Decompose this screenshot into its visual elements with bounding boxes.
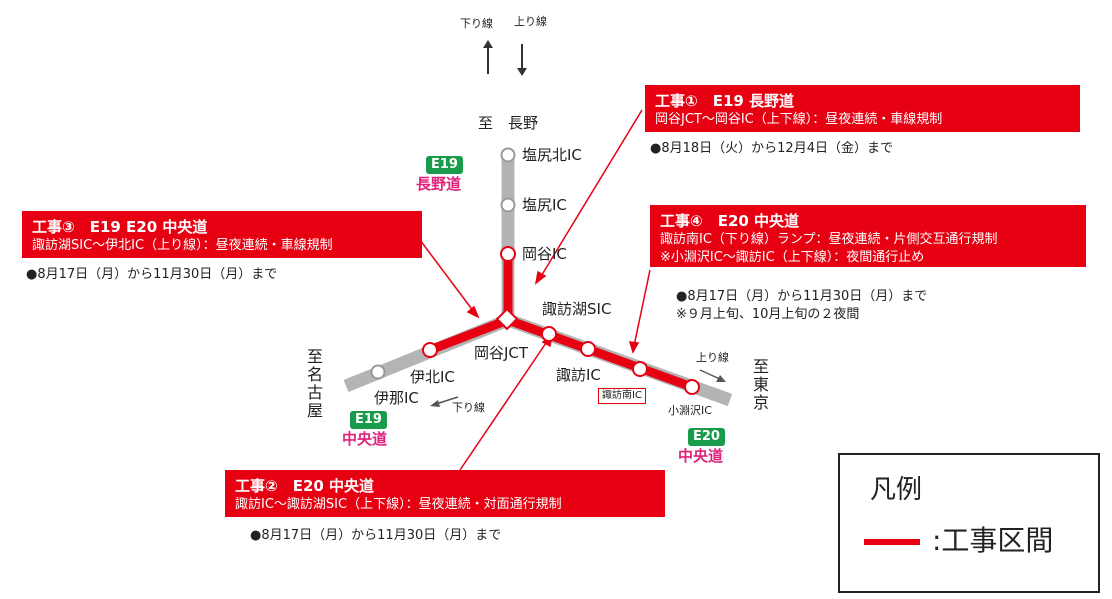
ic-label-kobuchizawa: 小淵沢IC: [668, 404, 712, 417]
to-nagoya-label: 至名古屋: [306, 347, 323, 420]
ic-marker-ihoku: [422, 342, 438, 358]
route-badge-e19-bottom: E19: [350, 411, 387, 429]
ic-label-suwa-minami: 諏訪南IC: [598, 388, 646, 404]
legend-work-line: [864, 539, 920, 545]
jct-marker-okaya: [495, 307, 519, 331]
down-line-label: 下り線: [460, 17, 493, 30]
work-box-1: 工事① E19 長野道 岡谷JCT～岡谷IC（上下線）：昼夜連続・車線規制: [645, 85, 1080, 132]
ic-marker-ina: [370, 364, 386, 380]
work-3-detail: 諏訪湖SIC～伊北IC（上り線）：昼夜連続・車線規制: [32, 238, 333, 253]
work-section-3: [428, 315, 510, 355]
work-4-period-2: ※９月上旬、10月上旬の２夜間: [676, 307, 860, 322]
ic-marker-okaya: [500, 246, 516, 262]
route-badge-e20: E20: [688, 428, 725, 446]
down-line-left-label: 下り線: [452, 401, 485, 414]
down-line-arrow-icon: [430, 396, 459, 407]
work-4-title: 工事④ E20 中央道: [660, 212, 800, 230]
up-line-arrow-icon: [699, 369, 726, 382]
ic-marker-shiojiri-kita: [500, 147, 516, 163]
work-4-detail-2: ※小淵沢IC～諏訪IC（上下線）：夜間通行止め: [660, 250, 925, 265]
jct-label-okaya: 岡谷JCT: [474, 344, 529, 362]
ic-marker-kobuchizawa: [684, 379, 700, 395]
up-arrow-icon: [483, 40, 493, 74]
ic-marker-suwa: [580, 341, 596, 357]
work-1-detail: 岡谷JCT～岡谷IC（上下線）：昼夜連続・車線規制: [655, 112, 943, 127]
ic-marker-suwa-minami: [632, 361, 648, 377]
work-3-period: ●8月17日（月）から11月30日（月）まで: [26, 267, 278, 282]
ic-marker-shiojiri: [500, 197, 516, 213]
ic-label-shiojiri-kita: 塩尻北IC: [522, 146, 582, 164]
work-2-detail: 諏訪IC～諏訪湖SIC（上下線）：昼夜連続・対面通行規制: [235, 497, 562, 512]
route-name-nagano: 長野道: [416, 175, 462, 193]
route-name-chuo-left: 中央道: [342, 430, 388, 448]
to-tokyo-label: 至東京: [752, 357, 769, 412]
interchange-markers: [370, 147, 700, 395]
ic-label-ihoku: 伊北IC: [410, 368, 455, 386]
ic-label-ina: 伊那IC: [374, 389, 419, 407]
ic-marker-suwako-sic: [541, 326, 557, 342]
to-nagano-label: 至 長野: [478, 114, 539, 132]
legend-work-label: :工事区間: [932, 524, 1054, 557]
up-line-label: 上り線: [514, 15, 547, 28]
route-name-chuo-right: 中央道: [678, 447, 724, 465]
work-1-period: ●8月18日（火）から12月4日（金）まで: [650, 141, 893, 156]
legend-title: 凡例: [870, 475, 923, 505]
work-box-3: 工事③ E19 E20 中央道 諏訪湖SIC～伊北IC（上り線）：昼夜連続・車線…: [22, 211, 422, 258]
up-line-right-label: 上り線: [696, 351, 729, 364]
ic-label-shiojiri: 塩尻IC: [522, 196, 567, 214]
work-section-2-4: [506, 315, 694, 392]
work-3-title: 工事③ E19 E20 中央道: [32, 218, 208, 236]
ic-label-suwa: 諏訪IC: [556, 366, 601, 384]
down-arrow-icon: [517, 44, 527, 76]
ic-label-okaya: 岡谷IC: [522, 245, 567, 263]
route-badge-e19-top: E19: [426, 156, 463, 174]
work-box-4: 工事④ E20 中央道 諏訪南IC（下り線）ランプ：昼夜連続・片側交互通行規制 …: [650, 205, 1086, 267]
legend: 凡例 :工事区間: [838, 453, 1100, 593]
work-4-detail: 諏訪南IC（下り線）ランプ：昼夜連続・片側交互通行規制: [660, 232, 998, 247]
work-4-period: ●8月17日（月）から11月30日（月）まで: [676, 289, 928, 304]
work-2-period: ●8月17日（月）から11月30日（月）まで: [250, 528, 502, 543]
ic-label-suwako-sic: 諏訪湖SIC: [542, 300, 612, 318]
work-1-title: 工事① E19 長野道: [655, 92, 795, 110]
work-box-2: 工事② E20 中央道 諏訪IC～諏訪湖SIC（上下線）：昼夜連続・対面通行規制: [225, 470, 665, 517]
work-2-title: 工事② E20 中央道: [235, 477, 375, 495]
